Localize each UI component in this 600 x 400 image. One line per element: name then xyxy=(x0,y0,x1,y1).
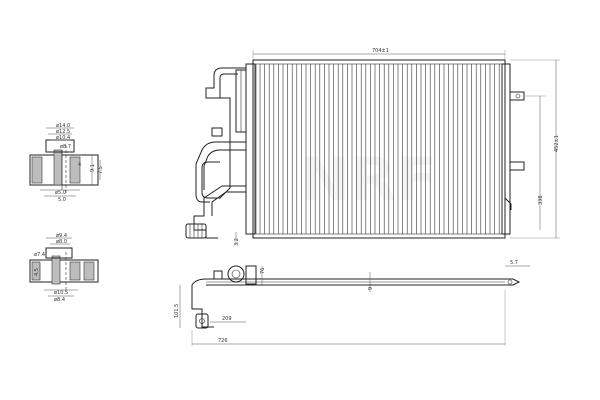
core-frame xyxy=(252,59,506,239)
inlet-pipe-inner xyxy=(219,73,238,98)
dim-core-width: 704±1 xyxy=(372,48,389,54)
left-tank xyxy=(245,63,256,235)
fitting-stub xyxy=(213,270,223,279)
bottom-view: 726 209 9 101.5 5.7 76 xyxy=(174,260,530,346)
pipe-clip xyxy=(211,127,223,137)
outlet-pipe xyxy=(195,141,246,203)
detail-bottom-head xyxy=(45,247,73,259)
detail-top-dim-8: 5.0 xyxy=(58,197,66,203)
detail-top-dim-9: 4 xyxy=(78,162,81,168)
right-tab-lower xyxy=(510,161,525,171)
detail-bottom-dim-1: ø9.4 xyxy=(56,233,67,239)
bottom-fitting xyxy=(185,223,207,239)
dim-bracket-small: 76 xyxy=(260,268,266,274)
dim-core-height: 452±1 xyxy=(554,135,560,152)
detail-bottom-body xyxy=(29,259,99,283)
detail-bottom-dim-6: ø8.4 xyxy=(54,297,65,303)
core-tubes xyxy=(259,64,500,234)
front-view: 704±1 452±1 338 3.2 xyxy=(185,48,560,246)
dim-left-height: 101.5 xyxy=(174,304,180,318)
detail-top-dim-4: ø8.7 xyxy=(60,144,71,150)
detail-top-dim-5: 9.1 xyxy=(90,164,96,172)
bracket-fitting xyxy=(195,313,209,329)
right-tab-upper xyxy=(510,91,525,101)
rail-right-end xyxy=(505,278,521,286)
dim-bottom-mid: 9 xyxy=(368,287,374,290)
detail-top-body xyxy=(29,154,99,186)
right-bottom-stub xyxy=(504,197,512,210)
detail-bottom-dim-2: ø8.0 xyxy=(56,239,67,245)
detail-bottom-dim-4: 4.5 xyxy=(34,268,40,276)
dim-side-height: 338 xyxy=(538,195,544,205)
fitting-block xyxy=(245,265,257,285)
detail-top-dim-1: ø14.0 xyxy=(56,123,70,129)
watermark: NRF xyxy=(300,145,437,215)
dim-bottom-length: 726 xyxy=(218,338,228,344)
detail-top: ø14.0 ø12.5 ø10.4 ø8.7 9.1 7.5 ø5.0 5.0 … xyxy=(29,123,104,203)
detail-bottom: ø9.4 ø8.0 ø7.4 4.5 ø10.5 ø8.4 xyxy=(29,233,99,303)
detail-top-dim-6: 7.5 xyxy=(98,166,104,174)
inlet-pipe xyxy=(201,67,246,199)
outlet-pipe-inner xyxy=(203,149,246,190)
bottom-bracket xyxy=(191,278,214,328)
detail-bottom-dim-3: ø7.4 xyxy=(34,252,45,258)
bottom-pipe-inner xyxy=(211,191,246,216)
detail-top-dim-2: ø12.5 xyxy=(56,129,70,135)
detail-top-dim-3: ø10.4 xyxy=(56,135,70,141)
dim-bottom-inner: 209 xyxy=(222,316,232,322)
detail-bottom-dim-5: ø10.5 xyxy=(54,290,68,296)
right-tank xyxy=(501,63,511,235)
detail-top-dim-7: ø5.0 xyxy=(55,190,66,196)
dim-side-small: 3.2 xyxy=(234,238,240,246)
fitting-round xyxy=(227,265,245,283)
right-tab-upper-hole xyxy=(515,93,521,99)
dim-right-small: 5.7 xyxy=(510,260,518,266)
